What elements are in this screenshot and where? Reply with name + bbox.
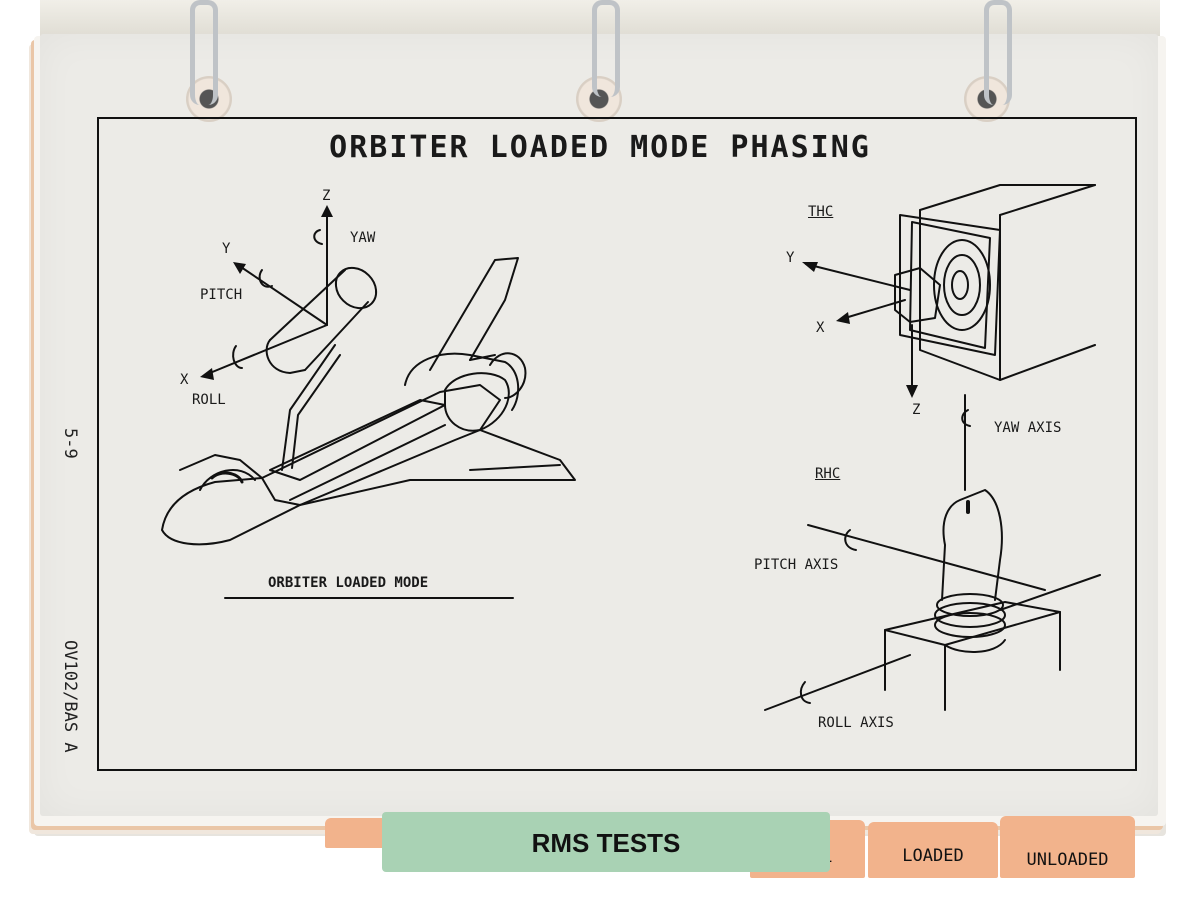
orbiter-y-label: Y [222, 241, 231, 257]
rhc-heading: RHC [815, 466, 841, 482]
rhc-yaw-axis-label: YAW AXIS [994, 420, 1062, 436]
orbiter-roll-label: ROLL [192, 392, 226, 408]
binder-ring-hole-center [576, 76, 622, 122]
rhc-roll-axis-label: ROLL AXIS [818, 715, 894, 731]
binder-ring-center [592, 0, 620, 97]
orbiter-z-label: Z [322, 188, 331, 204]
thc-illustration [805, 184, 1096, 391]
page-title: ORBITER LOADED MODE PHASING [329, 130, 871, 165]
binder-ring-left [190, 0, 218, 105]
orbiter-yaw-label: YAW [350, 230, 376, 246]
rhc-illustration [764, 394, 1101, 711]
thc-heading: THC [808, 204, 834, 220]
orbiter-pitch-label: PITCH [200, 287, 243, 303]
binder-ring-right [984, 0, 1012, 105]
orbiter-caption: ORBITER LOADED MODE [268, 575, 429, 591]
orbiter-x-label: X [180, 372, 189, 388]
tab-loaded[interactable]: LOADED [868, 822, 998, 878]
thc-y-label: Y [786, 250, 795, 266]
thc-x-label: X [816, 320, 825, 336]
tab-unloaded-label: UNLOADED [1026, 850, 1109, 870]
rhc-pitch-axis-label: PITCH AXIS [754, 557, 839, 573]
tab-rms-tests[interactable]: RMS TESTS [382, 812, 830, 872]
checklist-card [40, 34, 1158, 816]
orbiter-illustration [161, 209, 576, 546]
tab-rms-tests-label: RMS TESTS [531, 828, 681, 858]
diagram-frame [97, 117, 1137, 771]
thc-z-label: Z [912, 402, 921, 418]
tab-unloaded[interactable]: UNLOADED [1000, 816, 1135, 878]
tab-loaded-label: LOADED [902, 846, 964, 866]
